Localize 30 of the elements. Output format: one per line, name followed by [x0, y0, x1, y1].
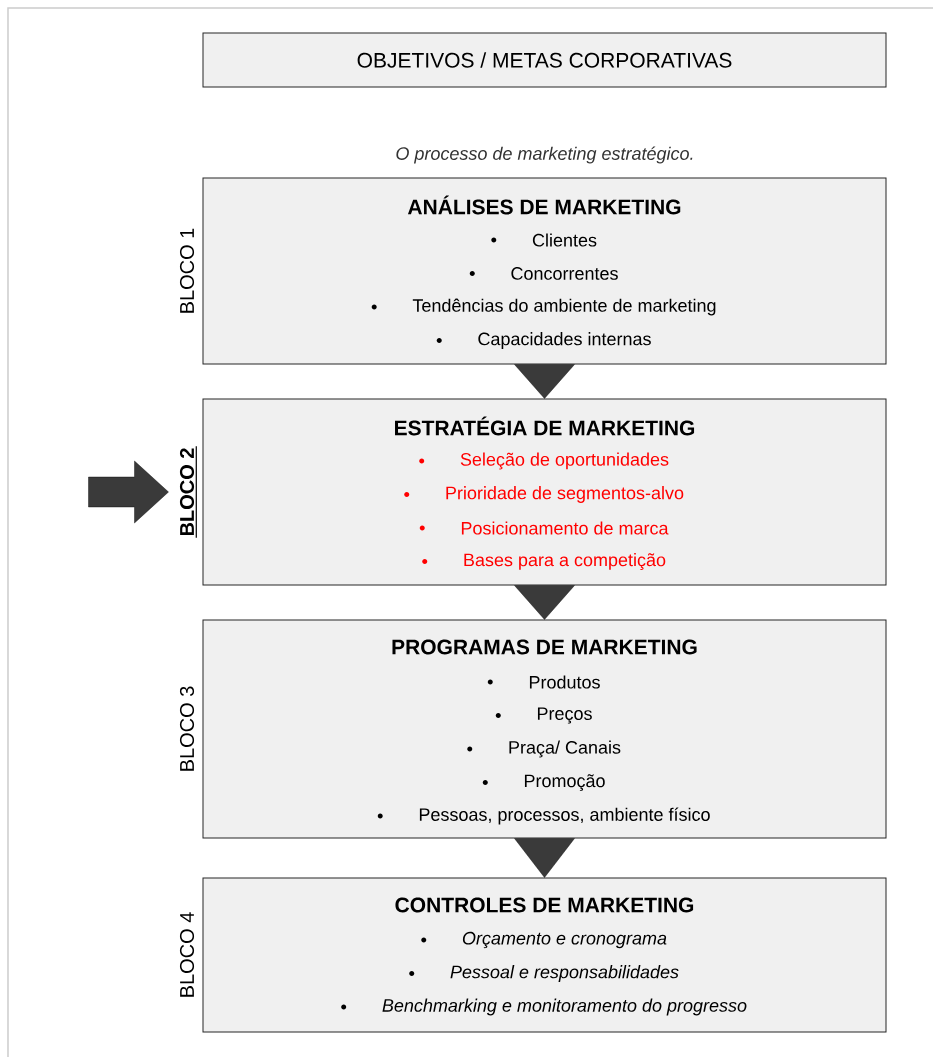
list-item: Promoção: [524, 774, 605, 791]
list-item: Capacidades internas: [478, 332, 651, 349]
block-arrow: [88, 460, 169, 524]
list-item: Clientes: [532, 233, 597, 247]
list-item: Orçamento e cronograma: [462, 931, 667, 949]
box-heading: PROGRAMAS DE MARKETING: [392, 639, 697, 655]
arrow: [514, 585, 575, 620]
list-item: Bases para a competição: [464, 553, 666, 570]
list-item: Produtos: [529, 675, 600, 689]
list-item: Posicionamento de marca: [461, 521, 669, 535]
list-item: Pessoas, processos, ambiente físico: [419, 807, 710, 825]
block-label: BLOCO 2: [179, 448, 195, 536]
list-item: Seleção de oportunidades: [460, 452, 669, 470]
block-label: BLOCO 4: [179, 912, 195, 997]
caption: O processo de marketing estratégico.: [396, 146, 693, 164]
list-item: Pessoal e responsabilidades: [450, 965, 679, 982]
list-item: Concorrentes: [511, 267, 618, 280]
list-item: Praça/ Canais: [509, 740, 621, 758]
block-label: BLOCO 3: [179, 686, 195, 771]
arrow: [514, 838, 575, 878]
box-heading: CONTROLES DE MARKETING: [395, 897, 694, 913]
box-heading: ESTRATÉGIA DE MARKETING: [395, 416, 695, 436]
list-item: Tendências do ambiente de marketing: [412, 298, 716, 316]
list-item: Prioridade de segmentos-alvo: [446, 486, 684, 503]
arrow: [514, 364, 575, 399]
box-heading: ANÁLISES DE MARKETING: [407, 195, 681, 215]
block-label: BLOCO 1: [179, 228, 195, 313]
list-item: Preços: [537, 707, 592, 724]
list-item: Benchmarking e monitoramento do progresso: [382, 998, 747, 1016]
box-title: OBJETIVOS / METAS CORPORATIVAS: [357, 52, 732, 68]
